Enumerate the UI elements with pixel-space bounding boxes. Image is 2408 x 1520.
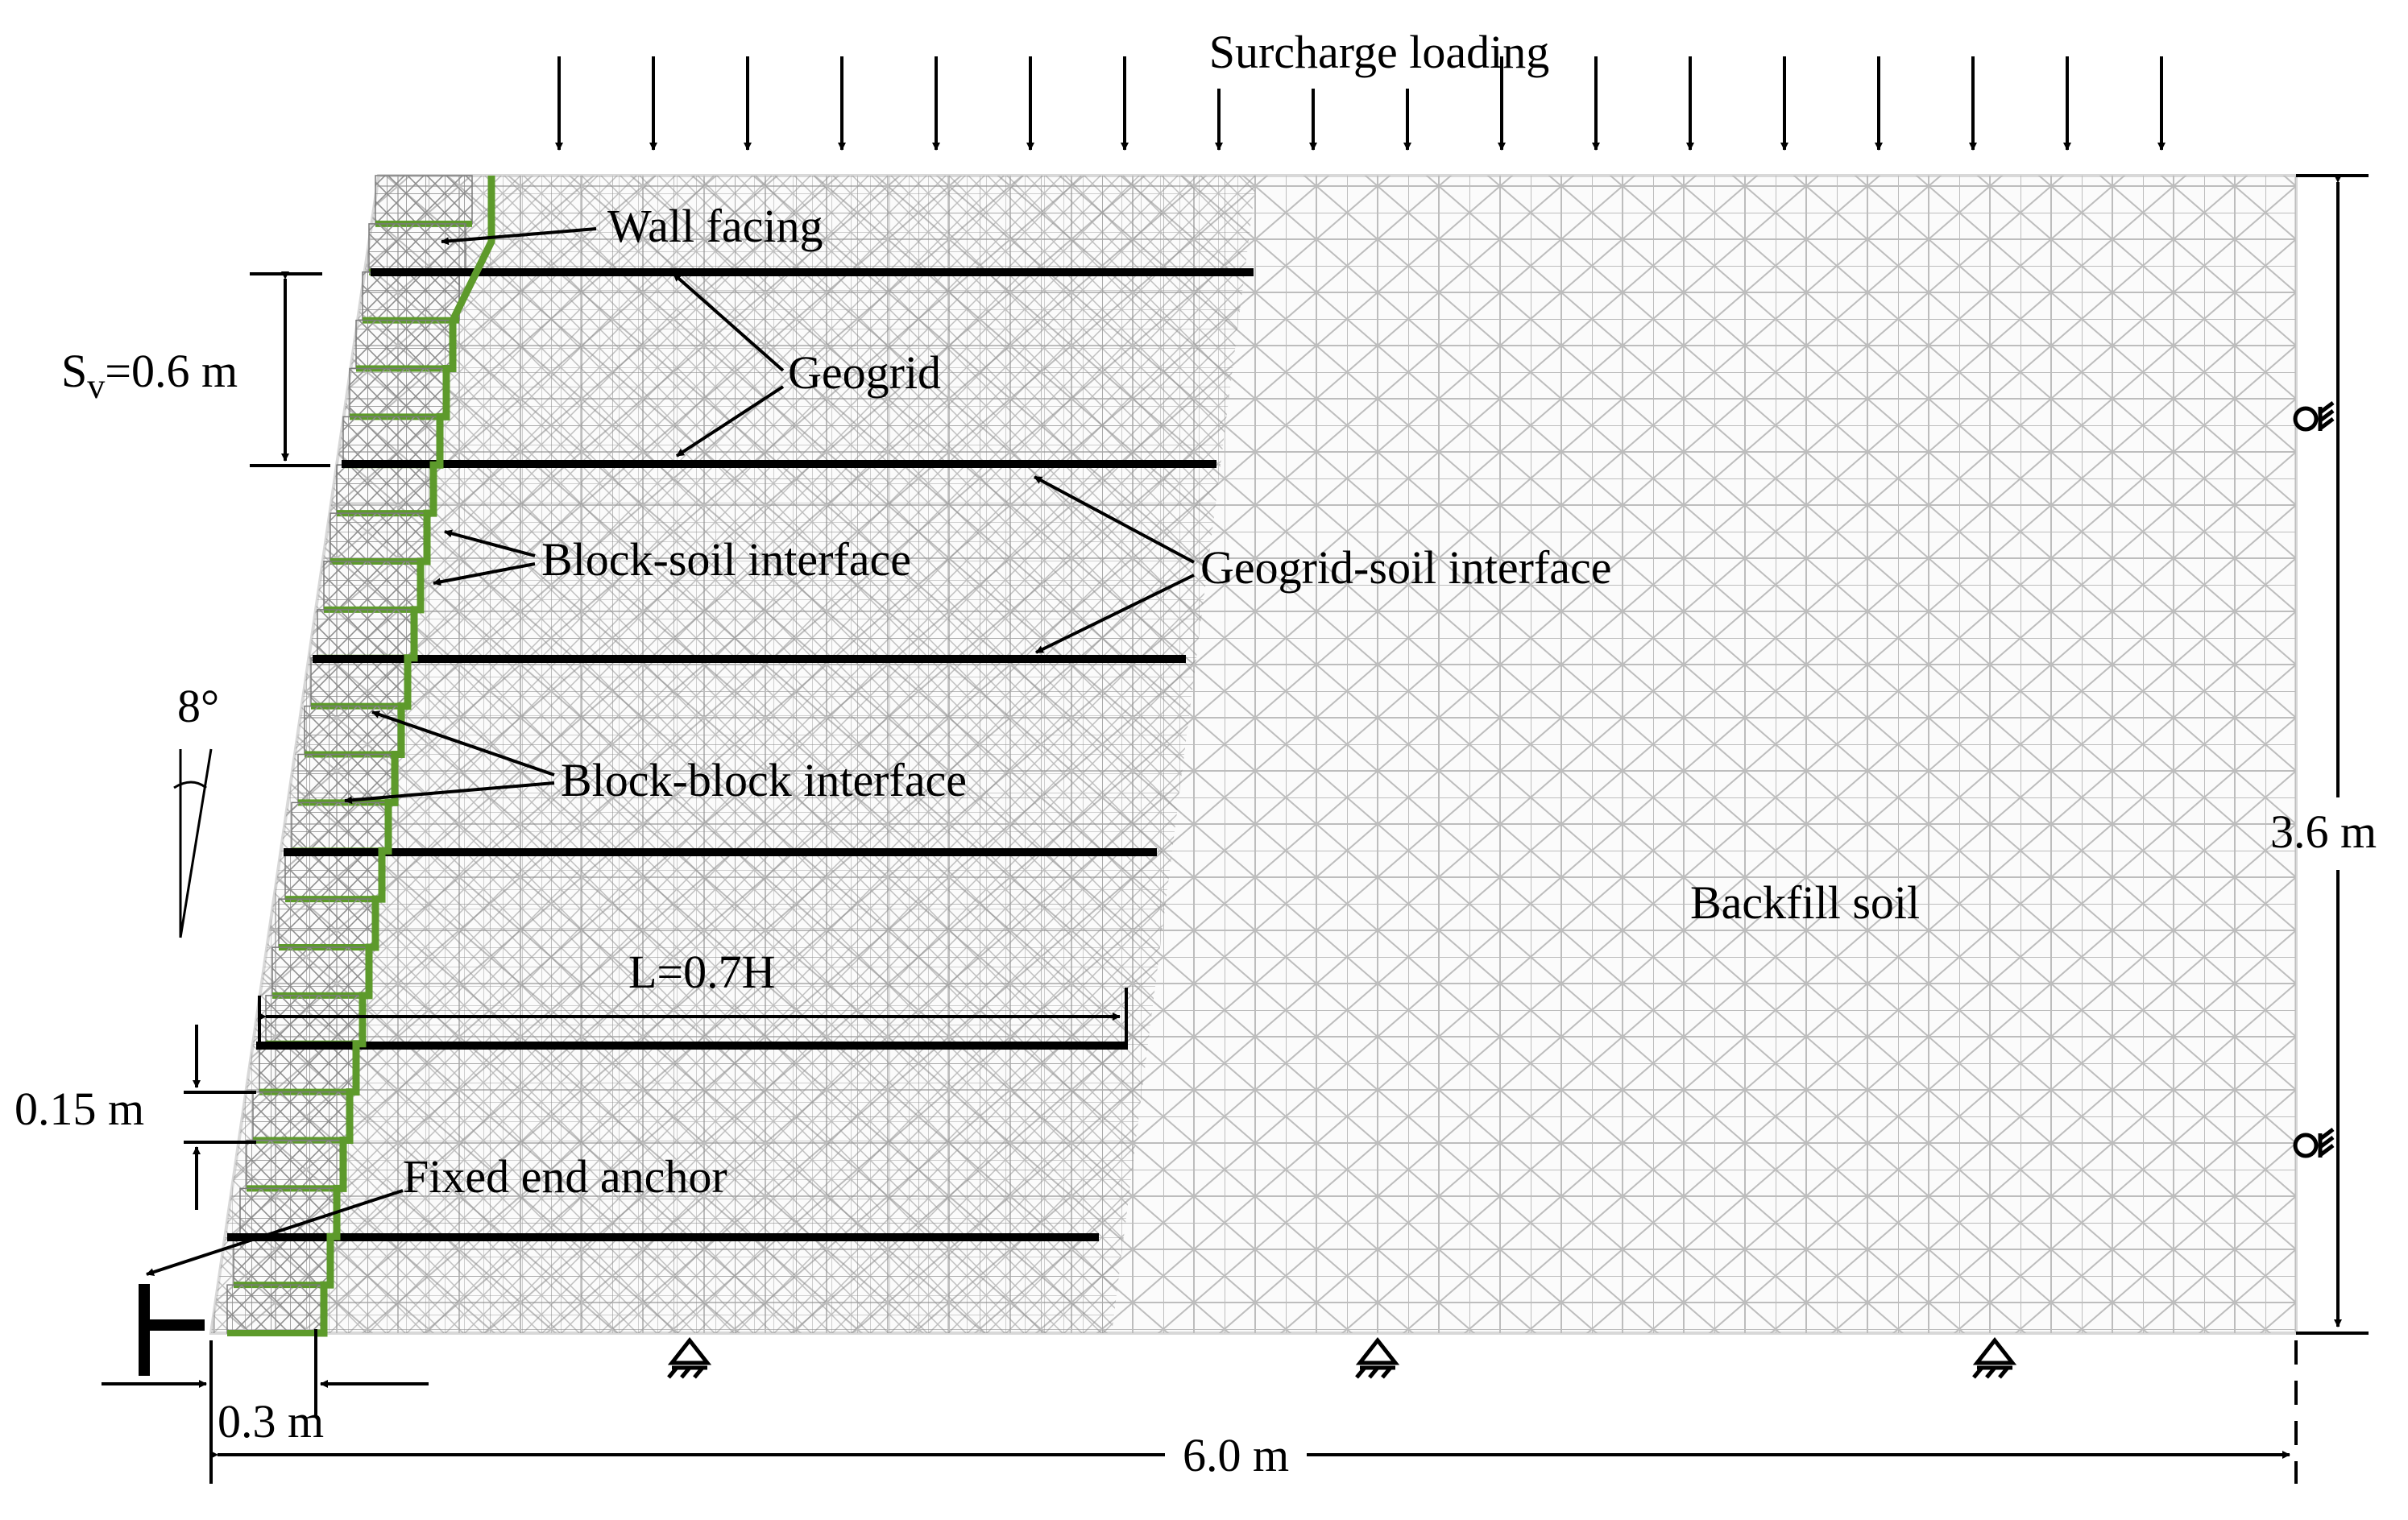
block-block-interface-label: Block-block interface [561,754,967,806]
annotation-arrows [146,227,1195,1276]
facing-block [271,946,370,996]
facing-block [252,1091,350,1141]
facing-block [284,850,383,900]
facing-block [349,367,447,418]
surcharge-label: Surcharge loading [1209,26,1550,78]
facing-block [233,1236,331,1286]
facing-block [342,416,441,466]
facing-block [336,464,434,514]
facing-block [246,1139,344,1190]
length-dimension [258,988,1128,1046]
facing-block [355,319,454,370]
batter-angle-symbol [173,748,213,938]
facing-block [368,223,466,273]
facing-block [362,271,460,321]
geogrid-soil-interface-label: Geogrid-soil interface [1200,541,1612,594]
facing-block [375,175,473,225]
facing-block [278,898,376,948]
width-dimension [209,1340,2298,1484]
facing-block [265,995,363,1045]
facing-block [310,657,408,707]
fixed-end-anchor-label: Fixed end anchor [403,1150,727,1203]
roller-support-icon [2293,401,2335,432]
pin-support-icon [667,1336,712,1379]
block-height-label: 0.15 m [15,1083,144,1135]
facing-block [304,705,402,756]
pin-support-icon [1355,1336,1400,1379]
total-height-label: 3.6 m [2270,806,2377,858]
fixed-anchor-icon [139,1284,205,1376]
facing-block [226,1284,325,1334]
sv-label: Sv=0.6 m [61,345,238,406]
sv-dimension [250,271,330,467]
roller-support-icon [2293,1128,2335,1158]
pin-support-icon [1972,1336,2017,1379]
total-width-label: 6.0 m [1183,1429,1289,1481]
facing-block [329,512,428,562]
height-dimension [2296,174,2369,1335]
geogrid-layers [227,268,1254,1241]
facing-block [323,561,421,611]
block-soil-interface-label: Block-soil interface [541,533,911,586]
length-label: L=0.7H [628,946,776,998]
block-height-dimension [184,1025,256,1210]
facing-block [317,609,415,659]
geogrid-label: Geogrid [788,346,941,399]
surcharge-arrows [555,56,2166,151]
facing-interface-line [316,176,495,1337]
backfill-soil-label: Backfill soil [1690,876,1920,929]
base-width-dimension [102,1329,429,1418]
wall-facing-label: Wall facing [607,200,823,252]
facing-block [297,753,396,804]
angle-label: 8° [177,680,219,732]
facing-block [291,801,389,851]
base-width-label: 0.3 m [218,1395,324,1448]
facing-block [259,1043,357,1093]
